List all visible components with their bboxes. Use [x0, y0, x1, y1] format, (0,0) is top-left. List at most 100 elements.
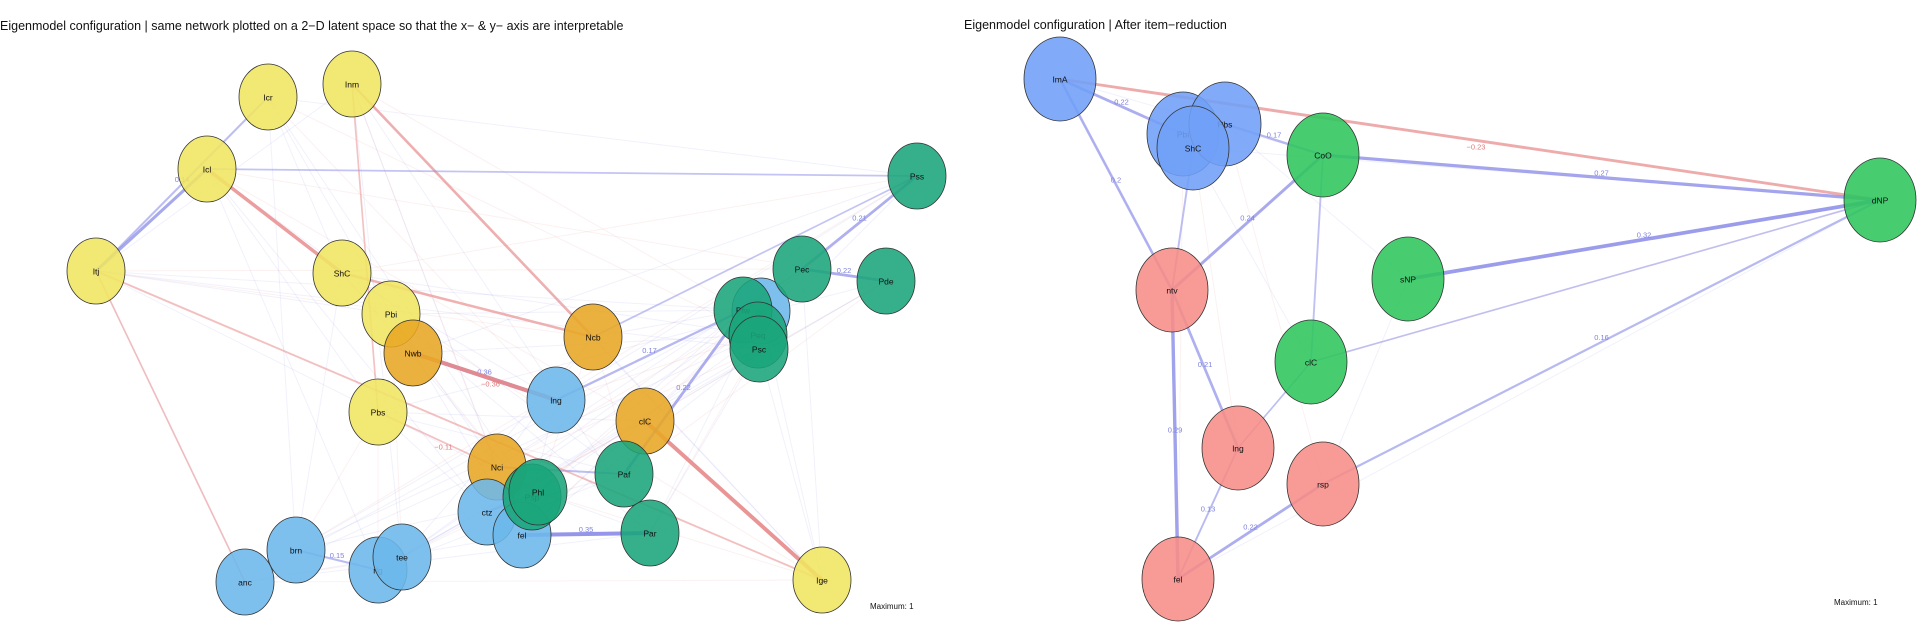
- node-right-rsp[interactable]: rsp: [1286, 441, 1360, 527]
- node-label-left-Pbs: Pbs: [371, 407, 386, 417]
- faint-edge-left-Icl-Pbs: [206, 168, 379, 413]
- edge-label-right-rsp-dNP: 0.16: [1594, 333, 1609, 342]
- edge-label-left-Pec-Pde: 0.22: [837, 266, 852, 275]
- node-left-Icl[interactable]: Icl: [177, 135, 237, 203]
- node-left-brn[interactable]: brn: [266, 516, 326, 584]
- faint-edge-right-Pbs-sNP: [1224, 123, 1409, 280]
- edge-left-Icl-Pss: [206, 168, 918, 177]
- faint-edge-left-Ige-Phl: [537, 491, 823, 581]
- node-label-left-ctz: ctz: [482, 507, 493, 517]
- node-left-Pbs[interactable]: Pbs: [348, 378, 408, 446]
- edge-label-left-Pbs-Nci: −0.11: [434, 442, 452, 451]
- edge-label-left-fel-Par: 0.35: [579, 525, 594, 534]
- node-label-left-Phl: Phl: [532, 487, 544, 497]
- node-left-Inm[interactable]: Inm: [322, 50, 382, 118]
- edge-left-Itj-Ige: [95, 270, 823, 581]
- node-left-Ige[interactable]: Ige: [792, 546, 852, 614]
- left-panel-title: Eigenmodel configuration | same network …: [0, 19, 624, 33]
- node-left-Ncb[interactable]: Ncb: [563, 303, 623, 371]
- node-shape-right-lng: [1201, 405, 1275, 491]
- edge-right-sNP-dNP: [1406, 198, 1882, 281]
- faint-edge-left-Itj-rsp: [95, 270, 762, 312]
- node-left-Itj[interactable]: Itj: [66, 237, 126, 305]
- node-shape-left-Paf: [594, 440, 654, 508]
- node-label-left-Itj: Itj: [93, 266, 100, 276]
- node-left-anc[interactable]: anc: [215, 548, 275, 616]
- node-right-ImA[interactable]: ImA: [1023, 36, 1097, 122]
- node-right-fel[interactable]: fel: [1141, 536, 1215, 622]
- node-right-sNP[interactable]: sNP: [1371, 236, 1445, 322]
- node-right-lng[interactable]: lng: [1201, 405, 1275, 491]
- node-left-Pec[interactable]: Pec: [772, 235, 832, 303]
- node-shape-right-fel: [1141, 536, 1215, 622]
- right-panel-title: Eigenmodel configuration | After item−re…: [964, 18, 1227, 32]
- faint-edge-left-Icl-ctz: [206, 168, 488, 513]
- node-label-right-CoO: CoO: [1314, 150, 1332, 160]
- node-label-left-brn: brn: [290, 545, 303, 555]
- edge-right-ntv-fel: [1170, 288, 1180, 581]
- node-shape-left-Pss: [887, 142, 947, 210]
- nodes-layer: IcrInmIclItjShCPbiPbsIgeNwbNcbclCNcilngr…: [66, 36, 1917, 622]
- node-left-tee[interactable]: tee: [372, 523, 432, 591]
- node-left-lng[interactable]: lng: [526, 366, 586, 434]
- faint-edge-right-Pbi-fel: [1177, 133, 1184, 580]
- faint-edge-left-Icl-Pde: [206, 168, 887, 282]
- node-label-left-Pss: Pss: [910, 171, 924, 181]
- node-label-left-fel: fel: [518, 530, 527, 540]
- node-left-Paf[interactable]: Paf: [594, 440, 654, 508]
- node-left-Phl[interactable]: Phl: [508, 458, 568, 526]
- node-label-right-ntv: ntv: [1166, 285, 1178, 295]
- node-shape-left-Icr: [238, 63, 298, 131]
- node-label-left-Icr: Icr: [263, 92, 273, 102]
- node-shape-left-Par: [620, 499, 680, 567]
- faint-edge-left-Pbs-clC: [377, 411, 646, 422]
- node-label-left-Nwb: Nwb: [404, 348, 421, 358]
- edge-label-left-Paf-Pfw: 0.22: [676, 383, 691, 392]
- node-label-left-Icl: Icl: [203, 164, 212, 174]
- faint-edge-left-Pbs-Pde: [377, 280, 887, 413]
- node-shape-right-clC: [1274, 319, 1348, 405]
- edge-left-Inm-Ncb: [350, 82, 595, 339]
- node-label-right-ShC: ShC: [1185, 143, 1202, 153]
- node-right-CoO[interactable]: CoO: [1286, 112, 1360, 198]
- node-label-left-Par: Par: [643, 528, 656, 538]
- node-left-Psc[interactable]: Psc: [729, 315, 789, 383]
- node-left-Pss[interactable]: Pss: [887, 142, 947, 210]
- faint-edge-left-Inm-Nci: [351, 83, 498, 468]
- edge-label-right-ntv-fel: 0.29: [1168, 425, 1183, 434]
- node-label-right-fel: fel: [1174, 574, 1183, 584]
- faint-edge-left-Itj-Psc: [95, 270, 760, 350]
- node-shape-right-ImA: [1023, 36, 1097, 122]
- faint-edge-left-Inm-Pfw: [351, 83, 744, 311]
- node-label-right-ImA: ImA: [1052, 74, 1067, 84]
- node-shape-left-ShC: [312, 239, 372, 307]
- node-left-Icr[interactable]: Icr: [238, 63, 298, 131]
- faint-edge-left-ShC-Peq: [341, 272, 759, 336]
- edge-left-Ncb-Pss: [592, 175, 918, 338]
- edge-label-right-ImA-Pbi: 0.22: [1114, 97, 1129, 106]
- faint-edge-left-Nwb-brn: [295, 352, 414, 551]
- node-right-ntv[interactable]: ntv: [1135, 247, 1209, 333]
- edge-right-CoO-dNP: [1321, 153, 1882, 202]
- node-shape-left-tee: [372, 523, 432, 591]
- edge-label-left-Pss-Pec: 0.21: [852, 213, 867, 222]
- faint-edge-left-Itj-Pbi: [95, 270, 392, 315]
- faint-edge-left-brn-Peq: [295, 334, 759, 551]
- node-right-dNP[interactable]: dNP: [1843, 157, 1917, 243]
- right-maximum-label: Maximum: 1: [1834, 598, 1878, 607]
- node-left-ShC[interactable]: ShC: [312, 239, 372, 307]
- node-left-Par[interactable]: Par: [620, 499, 680, 567]
- faint-edge-left-Nci-rsp: [496, 310, 762, 468]
- edge-label-right-sNP-dNP: 0.32: [1637, 230, 1652, 239]
- node-shape-left-anc: [215, 548, 275, 616]
- node-label-left-Ncb: Ncb: [585, 332, 600, 342]
- faint-edge-left-Psc-Par: [649, 348, 760, 534]
- faint-edge-right-dNP-fel: [1177, 199, 1881, 580]
- node-left-Pde[interactable]: Pde: [856, 247, 916, 315]
- node-right-ShC[interactable]: ShC: [1156, 105, 1230, 191]
- edge-label-left-Nwb-lng: 0.36: [477, 367, 492, 376]
- edge-right-clC-dNP: [1310, 199, 1881, 363]
- node-left-Nwb[interactable]: Nwb: [383, 319, 443, 387]
- edges-layer: 0.36−0.360.150.350.220.210.220.170.14−0.…: [94, 77, 1882, 583]
- node-right-clC[interactable]: clC: [1274, 319, 1348, 405]
